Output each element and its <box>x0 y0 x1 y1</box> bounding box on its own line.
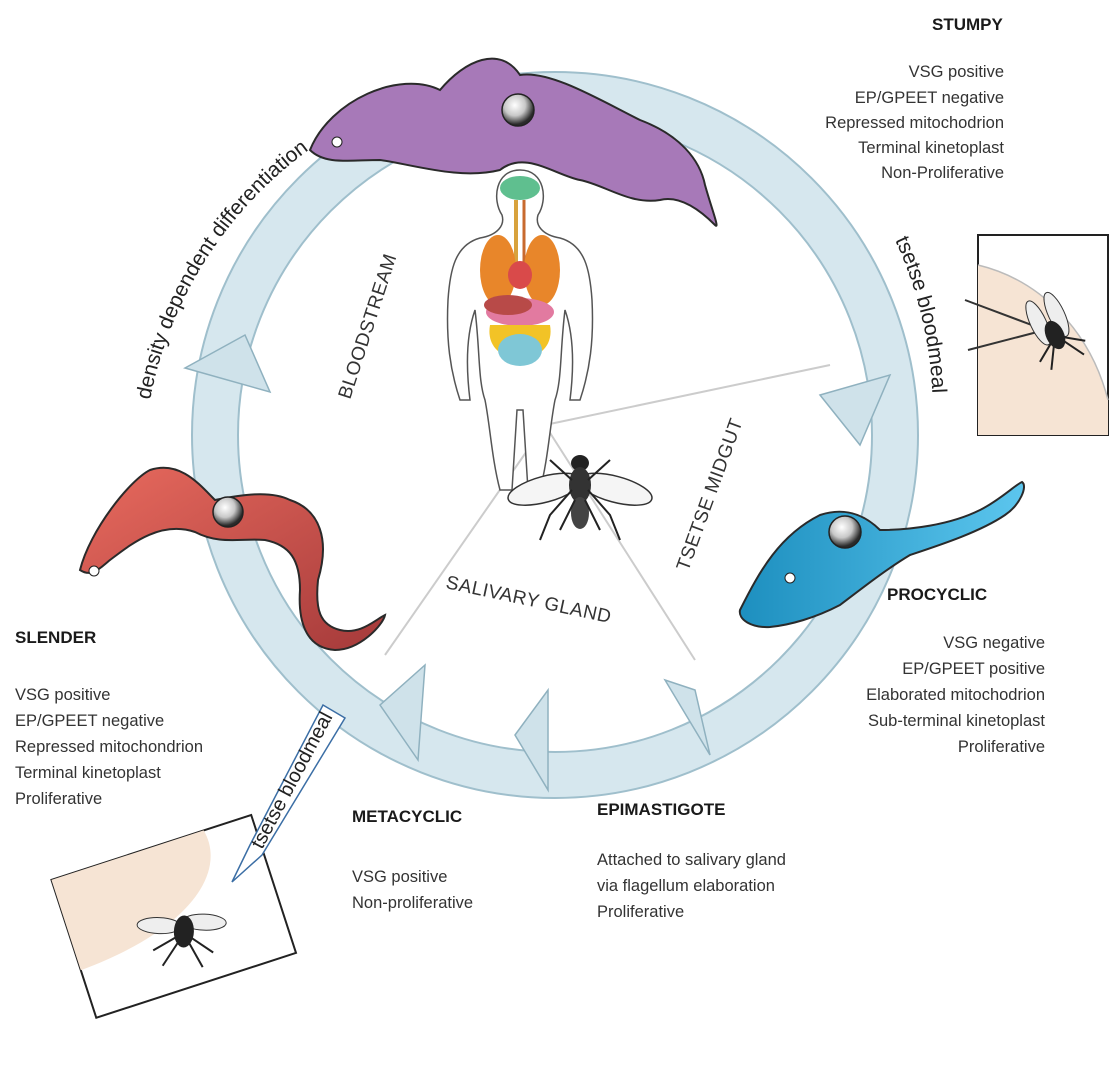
stumpy-description: STUMPY VSG positive EP/GPEET negative Re… <box>825 15 1004 182</box>
slender-nucleus <box>213 497 243 527</box>
metacyclic-prop: VSG positive <box>352 868 447 886</box>
procyclic-prop: Elaborated mitochodrion <box>866 686 1045 704</box>
stumpy-title: STUMPY <box>932 15 1004 34</box>
tsetse-bloodmeal-left-pointer: tsetse bloodmeal <box>232 705 345 882</box>
liver-organ <box>484 295 532 315</box>
stumpy-prop: EP/GPEET negative <box>855 89 1004 107</box>
stumpy-nucleus <box>502 94 534 126</box>
slender-prop: VSG positive <box>15 686 110 704</box>
procyclic-nucleus <box>829 516 861 548</box>
metacyclic-description: METACYCLIC VSG positive Non-proliferativ… <box>352 807 473 912</box>
epimastigote-prop: Attached to salivary gland <box>597 851 786 869</box>
slender-title: SLENDER <box>15 628 96 647</box>
procyclic-prop: EP/GPEET positive <box>902 660 1045 678</box>
slender-prop: EP/GPEET negative <box>15 712 164 730</box>
cycle-ring <box>215 95 895 775</box>
zone-salivary-label: SALIVARY GLAND <box>444 572 613 628</box>
epimastigote-prop: via flagellum elaboration <box>597 877 775 895</box>
procyclic-title: PROCYCLIC <box>887 585 987 604</box>
brain-organ <box>500 176 540 200</box>
zone-bloodstream-label: BLOODSTREAM <box>335 251 402 401</box>
procyclic-prop: Sub-terminal kinetoplast <box>868 712 1045 730</box>
intestine-organ <box>498 334 542 366</box>
human-body-illustration <box>448 170 593 490</box>
zone-midgut-label: TSETSE MIDGUT <box>673 416 748 574</box>
tsetse-bloodmeal-left-text: tsetse bloodmeal <box>247 709 337 853</box>
epimastigote-title: EPIMASTIGOTE <box>597 800 725 819</box>
stumpy-prop: VSG positive <box>909 63 1004 81</box>
procyclic-prop: VSG negative <box>943 634 1045 652</box>
stumpy-prop: Non-Proliferative <box>881 164 1004 182</box>
slender-description: SLENDER VSG positive EP/GPEET negative R… <box>15 628 203 808</box>
stumpy-kinetoplast <box>332 137 342 147</box>
metacyclic-title: METACYCLIC <box>352 807 462 826</box>
procyclic-description: PROCYCLIC VSG negative EP/GPEET positive… <box>866 585 1045 756</box>
stumpy-prop: Repressed mitochodrion <box>825 114 1004 132</box>
metacyclic-prop: Non-proliferative <box>352 894 473 912</box>
stumpy-prop: Terminal kinetoplast <box>858 139 1004 157</box>
heart-organ <box>508 261 532 289</box>
epimastigote-description: EPIMASTIGOTE Attached to salivary gland … <box>597 800 786 921</box>
slender-prop: Proliferative <box>15 790 102 808</box>
epimastigote-prop: Proliferative <box>597 903 684 921</box>
slender-prop: Terminal kinetoplast <box>15 764 161 782</box>
slender-prop: Repressed mitochondrion <box>15 738 203 756</box>
procyclic-kinetoplast <box>785 573 795 583</box>
bloodmeal-inset-right <box>965 235 1108 435</box>
slender-kinetoplast <box>89 566 99 576</box>
procyclic-prop: Proliferative <box>958 738 1045 756</box>
